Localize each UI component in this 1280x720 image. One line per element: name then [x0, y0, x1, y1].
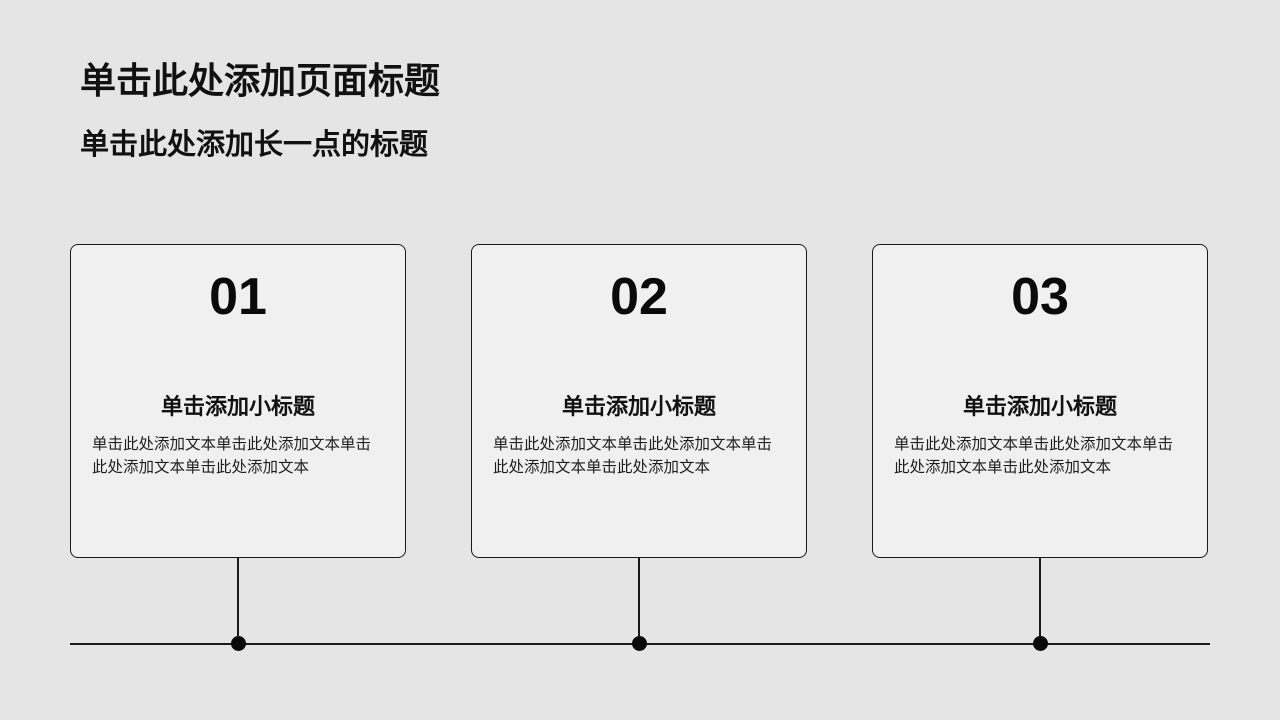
step-card-3: 03 单击添加小标题 单击此处添加文本单击此处添加文本单击此处添加文本单击此处添…	[872, 244, 1208, 558]
connector-line-3	[1039, 558, 1041, 644]
connector-line-2	[638, 558, 640, 644]
step-body-text[interactable]: 单击此处添加文本单击此处添加文本单击此处添加文本单击此处添加文本	[894, 435, 1174, 476]
step-heading[interactable]: 单击添加小标题	[160, 395, 315, 420]
connector-line-1	[237, 558, 239, 644]
step-card-2: 02 单击添加小标题 单击此处添加文本单击此处添加文本单击此处添加文本单击此处添…	[471, 244, 807, 558]
page-title[interactable]: 单击此处添加页面标题	[80, 61, 441, 102]
timeline-dot-2	[631, 636, 647, 651]
step-number: 01	[209, 268, 267, 326]
timeline-dot-3	[1032, 636, 1048, 651]
page-subtitle[interactable]: 单击此处添加长一点的标题	[80, 127, 429, 161]
step-body-text[interactable]: 单击此处添加文本单击此处添加文本单击此处添加文本单击此处添加文本	[493, 435, 773, 476]
step-card-1: 01 单击添加小标题 单击此处添加文本单击此处添加文本单击此处添加文本单击此处添…	[70, 244, 406, 558]
step-heading[interactable]: 单击添加小标题	[962, 395, 1117, 420]
step-body-text[interactable]: 单击此处添加文本单击此处添加文本单击此处添加文本单击此处添加文本	[92, 435, 372, 476]
timeline-dot-1	[230, 636, 246, 651]
step-heading[interactable]: 单击添加小标题	[561, 395, 716, 420]
step-number: 02	[610, 268, 668, 326]
step-number: 03	[1011, 268, 1069, 326]
